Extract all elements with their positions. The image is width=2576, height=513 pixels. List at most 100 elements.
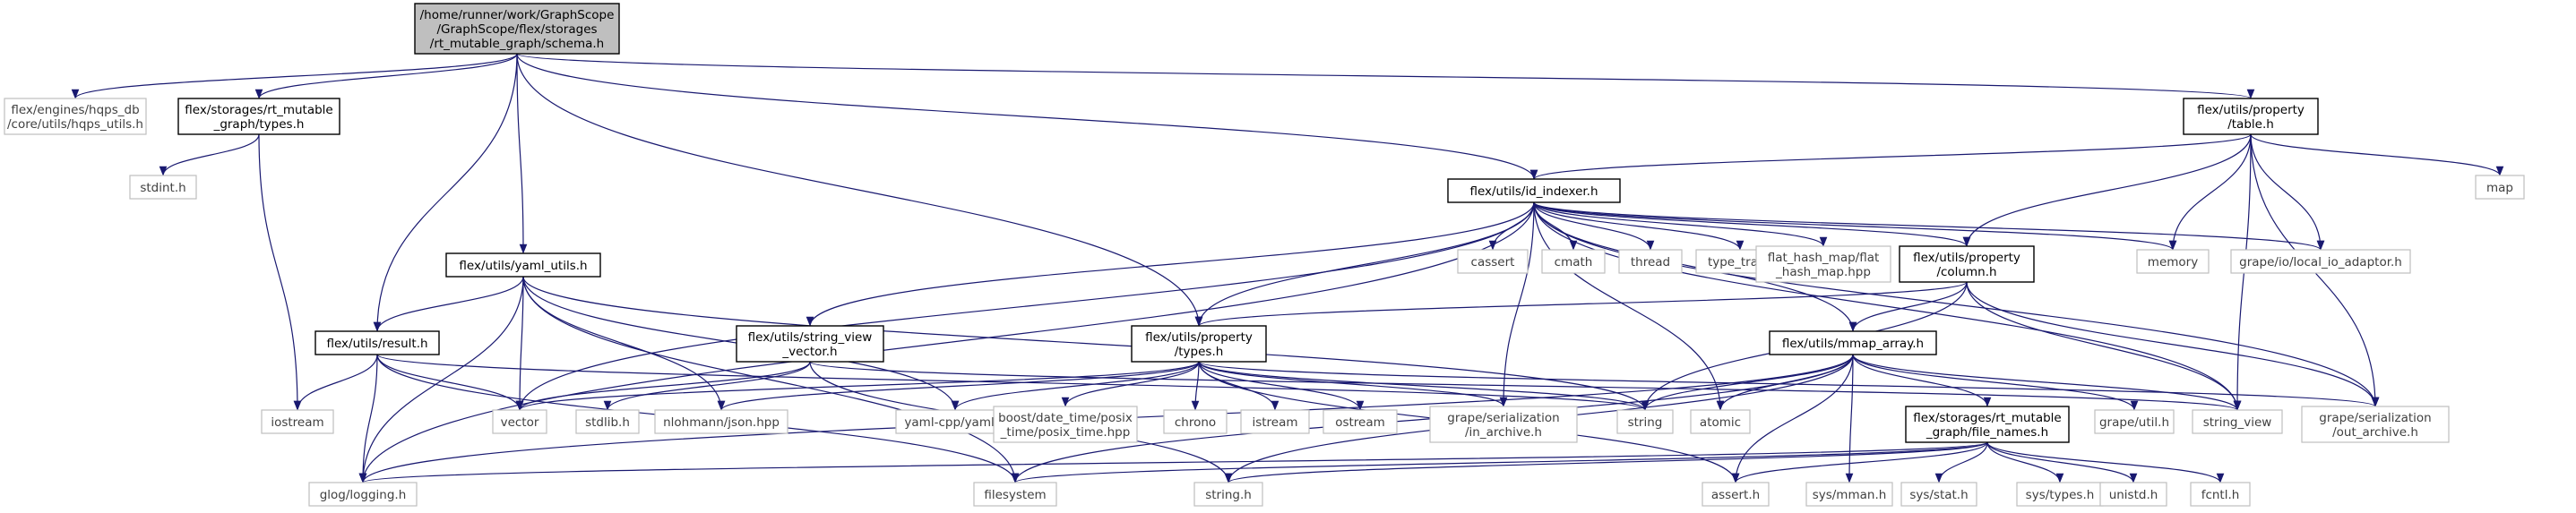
edge-root-to-yaml-utils [516,53,528,254]
node-mmap-array[interactable]: flex/utils/mmap_array.h [1769,330,1937,355]
node-sys-types: sys/types.h [2016,482,2104,507]
node-label-sys-types-line-0: sys/types.h [2026,488,2095,502]
node-prop-types[interactable]: flex/utils/property/types.h [1131,325,1267,363]
edge-yaml-utils-to-result [373,276,524,332]
node-label-mmap-array-line-0: flex/utils/mmap_array.h [1782,337,1924,351]
node-box-json [654,409,788,434]
node-box-stdlib [575,409,640,434]
node-vector: vector [492,409,547,434]
node-box-out-archive [2301,406,2450,443]
edges-layer [71,53,2504,483]
edge-result-to-glog [358,354,378,483]
node-yaml-utils[interactable]: flex/utils/yaml_utils.h [445,252,601,278]
node-label-cassert-line-0: cassert [1471,255,1515,269]
node-chrono: chrono [1163,409,1228,434]
edge-string-view-vector-to-vector [515,361,811,411]
edge-yaml-utils-to-filesystem [522,276,1020,483]
node-label-out-archive-line-1: /out_archive.h [2332,425,2418,440]
node-box-local-io [2230,249,2411,274]
edge-prop-types-to-string [1198,361,1650,411]
node-box-map [2475,175,2525,200]
edge-yaml-utils-to-string [522,276,1650,411]
node-label-sys-stat-line-0: sys/stat.h [1909,488,1968,502]
node-label-root-line-0: /home/runner/work/GraphScope [420,8,615,22]
node-atomic: atomic [1690,409,1751,434]
edge-id-indexer-to-cassert [1488,201,1535,251]
edge-table-to-local-io [2250,133,2325,251]
edge-yaml-utils-to-vector [515,276,524,411]
node-unistd: unistd.h [2099,482,2167,507]
node-label-posix-time-line-0: boost/date_time/posix [998,411,1133,425]
node-box-thread [1618,249,1683,274]
node-sys-mman: sys/mman.h [1805,482,1893,507]
node-file-names[interactable]: flex/storages/rt_mutable_graph/file_name… [1905,406,2070,443]
edge-id-indexer-to-memory [1533,201,2177,251]
node-out-archive: grape/serialization/out_archive.h [2301,406,2450,443]
node-label-istream-line-0: istream [1252,415,1297,430]
node-label-table-line-0: flex/utils/property [2197,103,2305,117]
edge-root-to-hqps-utils [71,53,518,99]
edge-file-names-to-sys-stat [1934,441,1988,483]
node-label-prop-types-line-1: /types.h [1175,345,1224,359]
edge-root-to-rt-types [254,53,518,99]
node-box-prop-types [1131,325,1267,363]
edge-string-view-vector-to-stdlib [603,361,811,411]
node-label-table-line-1: /table.h [2227,117,2274,132]
node-column[interactable]: flex/utils/property/column.h [1899,245,2035,283]
node-table[interactable]: flex/utils/property/table.h [2183,98,2319,135]
node-box-filesystem [973,482,1057,507]
node-label-string-view-vector-line-1: _vector.h [781,345,837,359]
node-label-string-view-vector-line-0: flex/utils/string_view [748,330,873,345]
node-label-local-io-line-0: grape/io/local_io_adaptor.h [2239,255,2402,269]
node-local-io: grape/io/local_io_adaptor.h [2230,249,2411,274]
node-rt-types[interactable]: flex/storages/rt_mutable_graph/types.h [177,98,340,135]
edge-mmap-array-to-grape-util [1852,354,2139,411]
node-label-column-line-1: /column.h [1936,265,1996,279]
edge-id-indexer-to-in-archive [1499,201,1535,407]
edge-prop-types-to-chrono [1191,361,1200,411]
node-label-posix-time-line-1: _time/posix_time.hpp [1000,425,1131,440]
node-fcntl: fcntl.h [2190,482,2251,507]
node-result[interactable]: flex/utils/result.h [314,330,440,355]
edge-column-to-string-view [1966,281,2242,411]
node-string-view-vector[interactable]: flex/utils/string_view_vector.h [736,325,884,363]
node-box-sys-types [2016,482,2104,507]
node-label-ostream-line-0: ostream [1335,415,1385,430]
edge-id-indexer-to-vector [515,201,1535,411]
edge-result-to-iostream [293,354,378,411]
edge-prop-types-to-posix-time [1061,361,1200,407]
node-box-mmap-array [1769,330,1937,355]
edge-table-to-memory [2168,133,2252,251]
node-memory: memory [2136,249,2210,274]
node-hqps-utils: flex/engines/hqps_db/core/utils/hqps_uti… [4,98,147,135]
edge-id-indexer-to-string-view-vector [806,201,1535,327]
edge-file-names-to-string-h [1225,441,1988,483]
node-label-unistd-line-0: unistd.h [2109,488,2158,502]
node-label-stdlib-line-0: stdlib.h [585,415,630,430]
node-thread: thread [1618,249,1683,274]
node-stdint: stdint.h [129,175,197,200]
node-label-column-line-0: flex/utils/property [1913,251,2020,265]
node-root[interactable]: /home/runner/work/GraphScope/GraphScope/… [414,3,620,55]
edge-string-view-vector-to-string-view [809,361,2241,411]
edge-file-names-to-assert [1731,441,1988,483]
node-box-root [414,3,620,55]
nodes-layer: /home/runner/work/GraphScope/GraphScope/… [4,3,2525,507]
node-box-posix-time [993,406,1138,443]
node-box-cassert [1457,249,1529,274]
node-map: map [2475,175,2525,200]
node-box-atomic [1690,409,1751,434]
node-label-root-line-1: /GraphScope/flex/storages [436,22,597,37]
edge-yaml-utils-to-glog [358,276,524,483]
node-label-file-names-line-0: flex/storages/rt_mutable [1913,411,2061,425]
edge-result-to-vector [376,354,524,411]
edge-table-to-id-indexer [1530,133,2252,180]
edge-root-to-result [373,53,518,332]
node-box-memory [2136,249,2210,274]
node-ostream: ostream [1322,409,1398,434]
node-label-map-line-0: map [2486,181,2513,195]
edge-file-names-to-sys-types [1986,441,2064,483]
node-label-file-names-line-1: _graph/file_names.h [1926,425,2048,440]
node-cmath: cmath [1541,249,1606,274]
node-id-indexer[interactable]: flex/utils/id_indexer.h [1447,178,1621,203]
